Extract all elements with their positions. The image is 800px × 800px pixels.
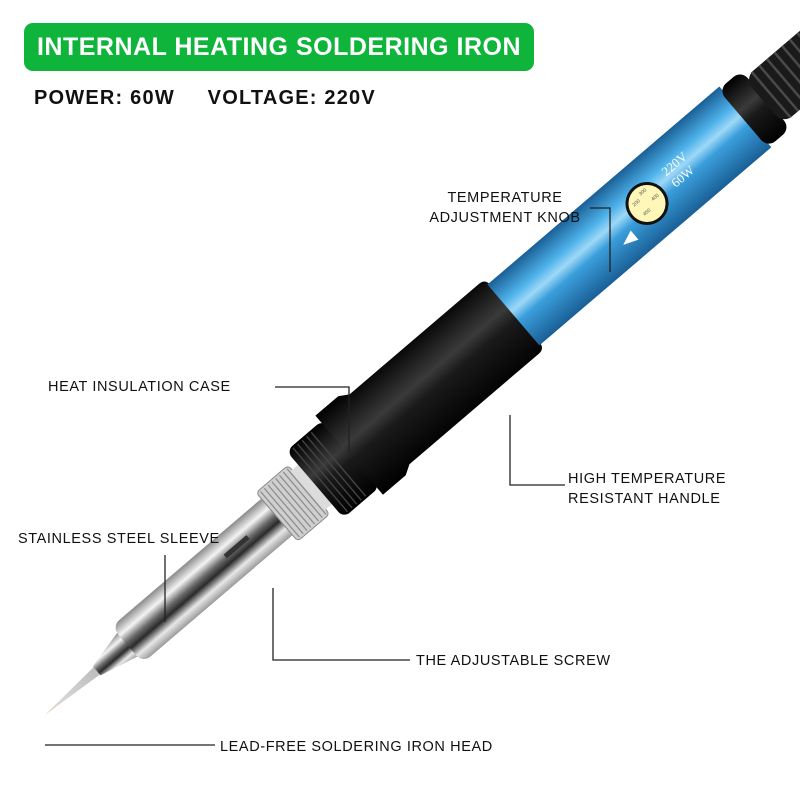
svg-text:300: 300 [638,187,648,197]
label-line: HIGH TEMPERATURE [568,471,727,487]
blue-handle [487,86,772,346]
label-steel-sleeve: STAINLESS STEEL SLEEVE [18,531,220,547]
temperature-knob [625,181,669,225]
label-line: TEMPERATURE [447,190,563,206]
leader-screw [272,588,410,661]
label-temperature-knob: TEMPERATURE ADJUSTMENT KNOB [420,188,590,228]
label-heat-insulation-case: HEAT INSULATION CASE [48,379,231,395]
leader-case [275,386,350,452]
label-handle: HIGH TEMPERATURE RESISTANT HANDLE [568,469,726,509]
specs-line: POWER: 60W VOLTAGE: 220V [34,87,402,110]
leader-knob [590,207,611,272]
power-spec: POWER: 60W [34,87,175,109]
insulation-case [315,281,542,495]
svg-text:450: 450 [642,207,652,217]
label-line: ADJUSTMENT KNOB [429,210,581,226]
leader-handle [509,415,565,486]
svg-text:200: 200 [631,198,641,208]
label-line: RESISTANT HANDLE [568,491,721,507]
product-title: INTERNAL HEATING SOLDERING IRON [36,32,522,61]
label-adjustable-screw: THE ADJUSTABLE SCREW [416,653,611,669]
iron-tip [45,665,102,715]
voltage-spec: VOLTAGE: 220V [207,87,376,109]
label-iron-head: LEAD-FREE SOLDERING IRON HEAD [220,739,493,755]
title-banner: INTERNAL HEATING SOLDERING IRON [24,23,534,71]
steel-sleeve [115,497,295,660]
svg-text:400: 400 [650,192,660,202]
